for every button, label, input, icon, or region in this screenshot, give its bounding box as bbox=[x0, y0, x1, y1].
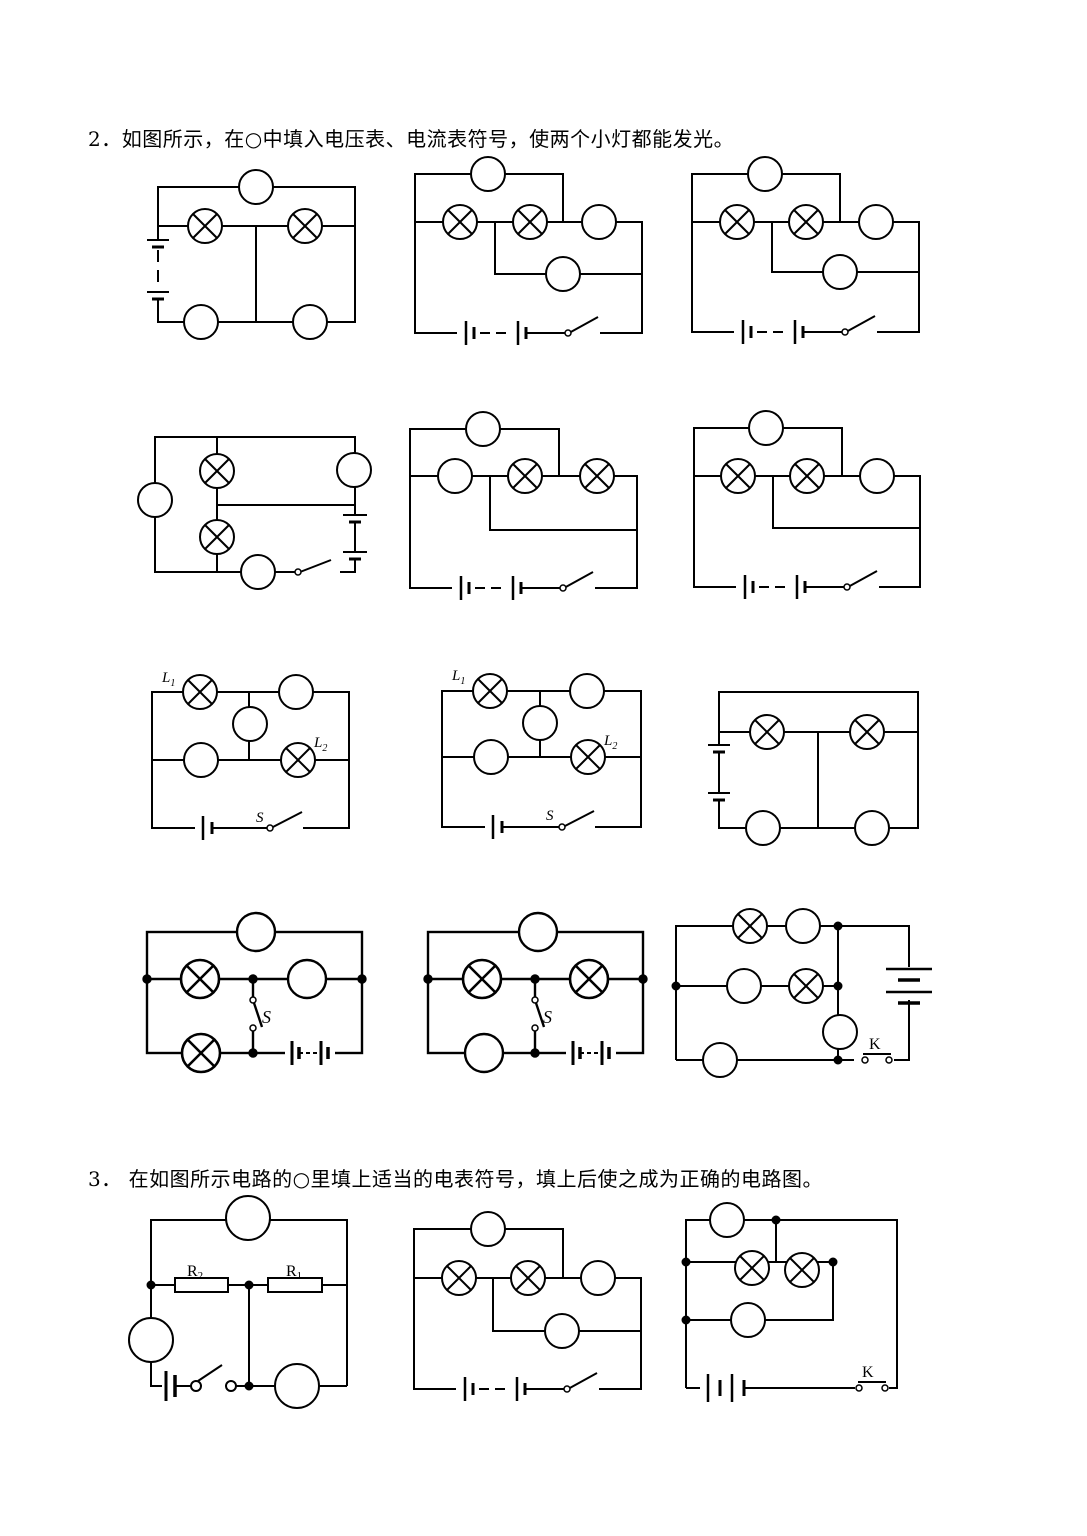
meter-circle[interactable] bbox=[544, 1313, 580, 1349]
lamp-icon bbox=[187, 208, 223, 244]
meter-circle[interactable] bbox=[137, 482, 173, 518]
meter-circle[interactable] bbox=[286, 958, 328, 1000]
lamp-icon bbox=[442, 204, 478, 240]
circuit-6 bbox=[693, 410, 921, 599]
label-K: K bbox=[862, 1364, 874, 1381]
lamp-icon bbox=[788, 968, 824, 1004]
circuit-3 bbox=[691, 156, 920, 344]
lamp-icon bbox=[784, 1252, 820, 1288]
lamp-L1-icon bbox=[182, 674, 218, 710]
question-2-text: 2．如图所示，在○中填入电压表、电流表符号，使两个小灯都能发光。 bbox=[88, 127, 735, 151]
meter-circle[interactable] bbox=[183, 742, 219, 778]
meter-circle[interactable] bbox=[183, 304, 219, 340]
meter-circle[interactable] bbox=[822, 1014, 858, 1050]
circuit-1 bbox=[147, 169, 356, 340]
lamp-icon bbox=[512, 204, 548, 240]
meter-circle[interactable] bbox=[517, 911, 559, 953]
label-K: K bbox=[869, 1036, 881, 1053]
circuit-9 bbox=[708, 691, 919, 846]
lamp-L2-icon bbox=[570, 739, 606, 775]
meter-circle[interactable] bbox=[470, 1211, 506, 1247]
circuit-11 bbox=[423, 911, 648, 1074]
meter-circle[interactable] bbox=[336, 452, 372, 488]
meter-circle[interactable] bbox=[702, 1042, 738, 1078]
lamp-icon bbox=[788, 204, 824, 240]
meter-circle[interactable] bbox=[463, 1032, 505, 1074]
lamp-icon bbox=[461, 958, 503, 1000]
label-L1: L1 bbox=[451, 668, 465, 687]
label-L2: L2 bbox=[603, 733, 617, 752]
label-S: S bbox=[262, 1007, 271, 1027]
lamp-icon bbox=[579, 458, 615, 494]
meter-circle[interactable] bbox=[278, 674, 314, 710]
meter-circle[interactable] bbox=[748, 410, 784, 446]
meter-circle[interactable] bbox=[822, 254, 858, 290]
label-S: S bbox=[546, 808, 554, 824]
lamp-icon bbox=[287, 208, 323, 244]
meter-circle[interactable] bbox=[745, 810, 781, 846]
meter-circle[interactable] bbox=[522, 705, 558, 741]
meter-circle[interactable] bbox=[730, 1302, 766, 1338]
lamp-icon bbox=[720, 458, 756, 494]
meter-circle[interactable] bbox=[292, 304, 328, 340]
question-3-text: 3． 在如图所示电路的○里填上适当的电表符号，填上后使之成为正确的电路图。 bbox=[88, 1167, 824, 1191]
label-R2: R2 bbox=[187, 1263, 203, 1282]
lamp-icon bbox=[789, 458, 825, 494]
meter-circle[interactable] bbox=[240, 554, 276, 590]
lamp-icon bbox=[734, 1250, 770, 1286]
meter-circle[interactable] bbox=[580, 1260, 616, 1296]
circuit-5 bbox=[409, 411, 638, 600]
lamp-icon bbox=[507, 458, 543, 494]
circuit-13 bbox=[128, 1195, 348, 1409]
lamp-icon bbox=[199, 519, 235, 555]
circuit-2 bbox=[414, 156, 643, 345]
meter-circle[interactable] bbox=[238, 169, 274, 205]
lamp-icon bbox=[749, 714, 785, 750]
lamp-icon bbox=[719, 204, 755, 240]
meter-circle[interactable] bbox=[709, 1202, 745, 1238]
lamp-icon bbox=[849, 714, 885, 750]
lamp-icon bbox=[179, 958, 221, 1000]
meter-circle[interactable] bbox=[437, 458, 473, 494]
circuit-12 bbox=[671, 908, 932, 1078]
circuit-7 bbox=[151, 674, 350, 840]
meter-circle[interactable] bbox=[785, 908, 821, 944]
meter-circle[interactable] bbox=[232, 706, 268, 742]
meter-circle[interactable] bbox=[545, 256, 581, 292]
label-S: S bbox=[256, 810, 264, 826]
meter-circle[interactable] bbox=[473, 739, 509, 775]
meter-circle[interactable] bbox=[569, 673, 605, 709]
lamp-icon bbox=[180, 1032, 222, 1074]
lamp-icon bbox=[441, 1260, 477, 1296]
lamp-L1-icon bbox=[472, 673, 508, 709]
meter-circle[interactable] bbox=[859, 458, 895, 494]
meter-circle[interactable] bbox=[128, 1317, 174, 1363]
label-L1: L1 bbox=[161, 670, 175, 689]
lamp-icon bbox=[199, 453, 235, 489]
label-S: S bbox=[543, 1007, 552, 1027]
label-L2: L2 bbox=[313, 735, 327, 754]
lamp-L2-icon bbox=[280, 742, 316, 778]
meter-circle[interactable] bbox=[581, 204, 617, 240]
label-R1: R1 bbox=[286, 1263, 302, 1282]
meter-circle[interactable] bbox=[854, 810, 890, 846]
meter-circle[interactable] bbox=[470, 156, 506, 192]
meter-circle[interactable] bbox=[858, 204, 894, 240]
meter-circle[interactable] bbox=[747, 156, 783, 192]
meter-circle[interactable] bbox=[465, 411, 501, 447]
meter-circle[interactable] bbox=[726, 968, 762, 1004]
lamp-icon bbox=[732, 908, 768, 944]
meter-circle[interactable] bbox=[235, 911, 277, 953]
circuit-10 bbox=[142, 911, 367, 1074]
lamp-icon bbox=[510, 1260, 546, 1296]
meter-circle[interactable] bbox=[274, 1363, 320, 1409]
circuit-14 bbox=[413, 1211, 642, 1401]
lamp-icon bbox=[568, 958, 610, 1000]
circuit-4 bbox=[137, 436, 372, 590]
circuit-8 bbox=[441, 673, 642, 839]
circuit-15 bbox=[681, 1202, 898, 1402]
